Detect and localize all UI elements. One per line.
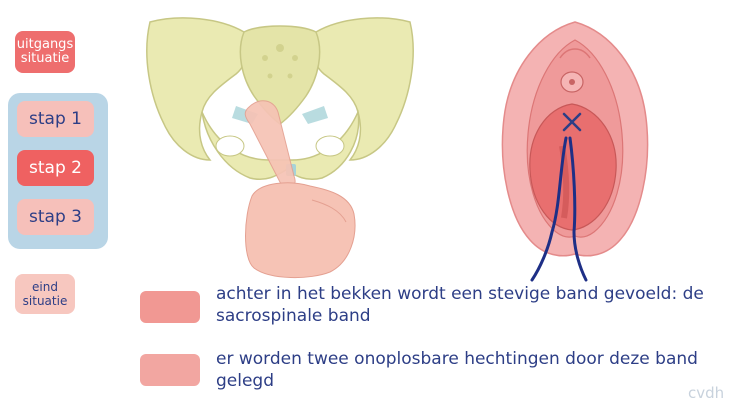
legend-text-ligament: achter in het bekken wordt een stevige b… (216, 283, 741, 327)
step-3-button[interactable]: stap 3 (17, 199, 94, 235)
legend-swatch-ligament (140, 291, 200, 323)
credit-label: cvdh (688, 384, 724, 402)
pelvis-illustration (140, 0, 425, 285)
vaginal-anatomy-illustration (490, 18, 660, 293)
legend-swatch-sutures (140, 354, 200, 386)
legend-text-sutures: er worden twee onoplosbare hechtingen do… (216, 348, 741, 392)
step-2-button[interactable]: stap 2 (17, 150, 94, 186)
end-situation-button[interactable]: eind situatie (15, 274, 75, 314)
start-situation-button[interactable]: uitgangs situatie (15, 31, 75, 73)
step-1-button[interactable]: stap 1 (17, 101, 94, 137)
